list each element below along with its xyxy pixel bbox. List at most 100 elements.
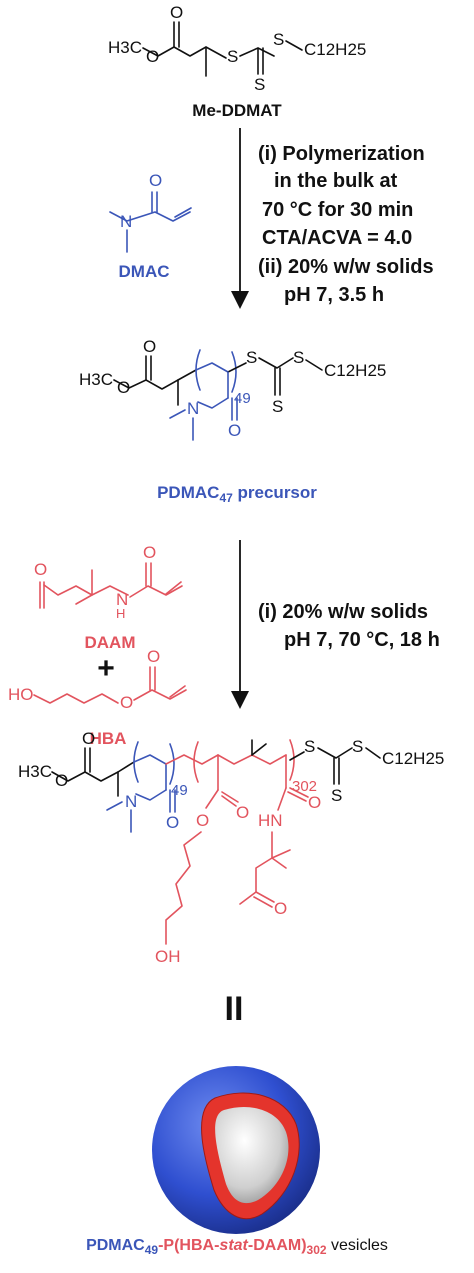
copolymer-structure: H3C O O 49 O N 302 O O xyxy=(18,729,444,966)
copolymer-hba-co xyxy=(221,791,239,803)
step1-line-2: in the bulk at xyxy=(274,170,398,192)
copolymer-ester-o: O xyxy=(55,771,68,790)
copolymer-s2: S xyxy=(352,737,363,756)
step1-line-4: CTA/ACVA = 4.0 xyxy=(262,227,412,249)
daam-methyl-left xyxy=(75,594,93,605)
dmac-structure: O N DMAC xyxy=(109,171,192,281)
me-ddmat-label: Me-DDMAT xyxy=(192,101,282,120)
copolymer-core-backbone xyxy=(217,754,287,765)
copolymer-daam-ketone xyxy=(255,891,275,903)
dmac-o: O xyxy=(149,171,162,190)
daam-acryl xyxy=(129,585,183,598)
precursor-repeat-backbone xyxy=(195,362,229,373)
precursor-to-s xyxy=(227,362,247,373)
precursor-h3c: H3C xyxy=(79,370,113,389)
copolymer-hba-chain xyxy=(165,831,202,945)
daam-label: DAAM xyxy=(85,633,136,652)
daam-nh: H xyxy=(116,606,125,621)
copolymer-s1: S xyxy=(304,737,315,756)
precursor-s1: S xyxy=(246,348,257,367)
me-ddmat-alkyl-bond xyxy=(285,40,303,51)
copolymer-oh: OH xyxy=(155,947,181,966)
copolymer-link xyxy=(165,754,219,765)
me-ddmat-s1: S xyxy=(227,47,238,66)
copolymer-dp-pdmac: 49 xyxy=(171,782,188,799)
copolymer-hba-ester-o: O xyxy=(196,811,209,830)
precursor-label: PDMAC47 precursor xyxy=(157,483,317,505)
precursor-amide xyxy=(197,397,229,409)
step1-line-1: (i) Polymerization xyxy=(258,143,425,165)
hba-ho: HO xyxy=(8,685,34,704)
daam-chain xyxy=(43,584,129,596)
copolymer-s3: S xyxy=(331,786,342,805)
step2-line-1: (ii) 20% w/w solids xyxy=(258,256,434,278)
dmac-label: DMAC xyxy=(119,262,170,281)
plus-sign: + xyxy=(97,652,115,685)
daam-vinyl-double xyxy=(165,581,182,595)
copolymer-hba-carbonyl-o: O xyxy=(236,803,249,822)
copolymer-pdmac-n: N xyxy=(125,792,137,811)
me-ddmat-h3c: H3C xyxy=(108,38,142,57)
hba-structure: HO O O HBA xyxy=(8,647,187,748)
hba-chain xyxy=(33,693,119,704)
me-ddmat-ester-o: O xyxy=(146,47,159,66)
copolymer-to-bracket xyxy=(117,761,135,773)
pdmac-precursor-structure: H3C O O 49 S S S C12H25 O N PDMAC47 prec… xyxy=(79,337,386,505)
step3-line-1: (i) 20% w/w solids xyxy=(258,601,428,623)
copolymer-daam-ketone-2 xyxy=(253,896,273,908)
copolymer-pdmac-amide xyxy=(135,789,167,801)
precursor-s2: S xyxy=(293,348,304,367)
vesicle-illustration xyxy=(152,1066,320,1234)
precursor-c12h25: C12H25 xyxy=(324,361,386,380)
copolymer-nme1 xyxy=(106,801,123,811)
precursor-amide-o: O xyxy=(228,421,241,440)
copolymer-core-methyl-right xyxy=(251,743,267,756)
hba-carbonyl-o: O xyxy=(147,647,160,666)
step1-line-3: 70 °C for 30 min xyxy=(262,199,413,221)
me-ddmat-backbone-bond xyxy=(142,46,227,59)
step2-line-2: pH 7, 3.5 h xyxy=(284,284,384,306)
copolymer-hba-co-2 xyxy=(221,795,237,807)
copolymer-carbonyl-o: O xyxy=(82,729,95,748)
me-ddmat-structure: H3C O O S S S C12H25 Me-DDMAT xyxy=(108,3,366,120)
copolymer-bracket-2-left xyxy=(193,741,199,783)
copolymer-daam-chain xyxy=(239,831,273,905)
copolymer-daam-me1 xyxy=(271,849,291,859)
me-ddmat-s3: S xyxy=(254,75,265,94)
precursor-dp: 49 xyxy=(234,390,251,407)
hba-acryl xyxy=(133,689,187,701)
precursor-amide-n: N xyxy=(187,399,199,418)
precursor-cs xyxy=(258,357,294,369)
vesicle-label: PDMAC49-P(HBA-stat-DAAM)302 vesicles xyxy=(86,1237,388,1257)
equals-sign: II xyxy=(225,990,244,1028)
me-ddmat-s2: S xyxy=(273,30,284,49)
copolymer-h3c: H3C xyxy=(18,762,52,781)
copolymer-daam-o: O xyxy=(308,793,321,812)
copolymer-daam-co-2 xyxy=(287,791,307,802)
step-1-conditions: (i) Polymerization in the bulk at 70 °C … xyxy=(258,143,425,249)
copolymer-daam-co xyxy=(289,787,309,798)
copolymer-pdmac-o: O xyxy=(166,813,179,832)
copolymer-to-s xyxy=(289,751,305,761)
copolymer-alkyl xyxy=(365,747,381,759)
hba-label: HBA xyxy=(90,729,127,748)
daam-structure: O N H O DAAM xyxy=(34,543,183,652)
copolymer-cs xyxy=(317,747,353,759)
copolymer-bracket-1-right xyxy=(169,743,175,785)
copolymer-bracket-2-right xyxy=(289,739,295,781)
precursor-carbonyl-o: O xyxy=(143,337,156,356)
daam-ketone-o: O xyxy=(34,560,47,579)
dmac-backbone xyxy=(109,211,191,222)
precursor-alkyl xyxy=(305,359,323,371)
dmac-n: N xyxy=(120,212,132,231)
copolymer-pdmac-backbone xyxy=(133,754,167,765)
dmac-vinyl-double xyxy=(174,207,192,218)
copolymer-dp-core: 302 xyxy=(292,778,317,795)
precursor-to-bracket xyxy=(177,369,197,381)
step-3-conditions: (i) 20% w/w solids pH 7, 70 °C, 18 h xyxy=(258,601,440,651)
me-ddmat-carbonyl-o: O xyxy=(170,3,183,22)
precursor-bracket-right xyxy=(231,351,237,393)
vesicle-lumen xyxy=(215,1106,289,1204)
copolymer-hba-ester xyxy=(205,789,219,809)
